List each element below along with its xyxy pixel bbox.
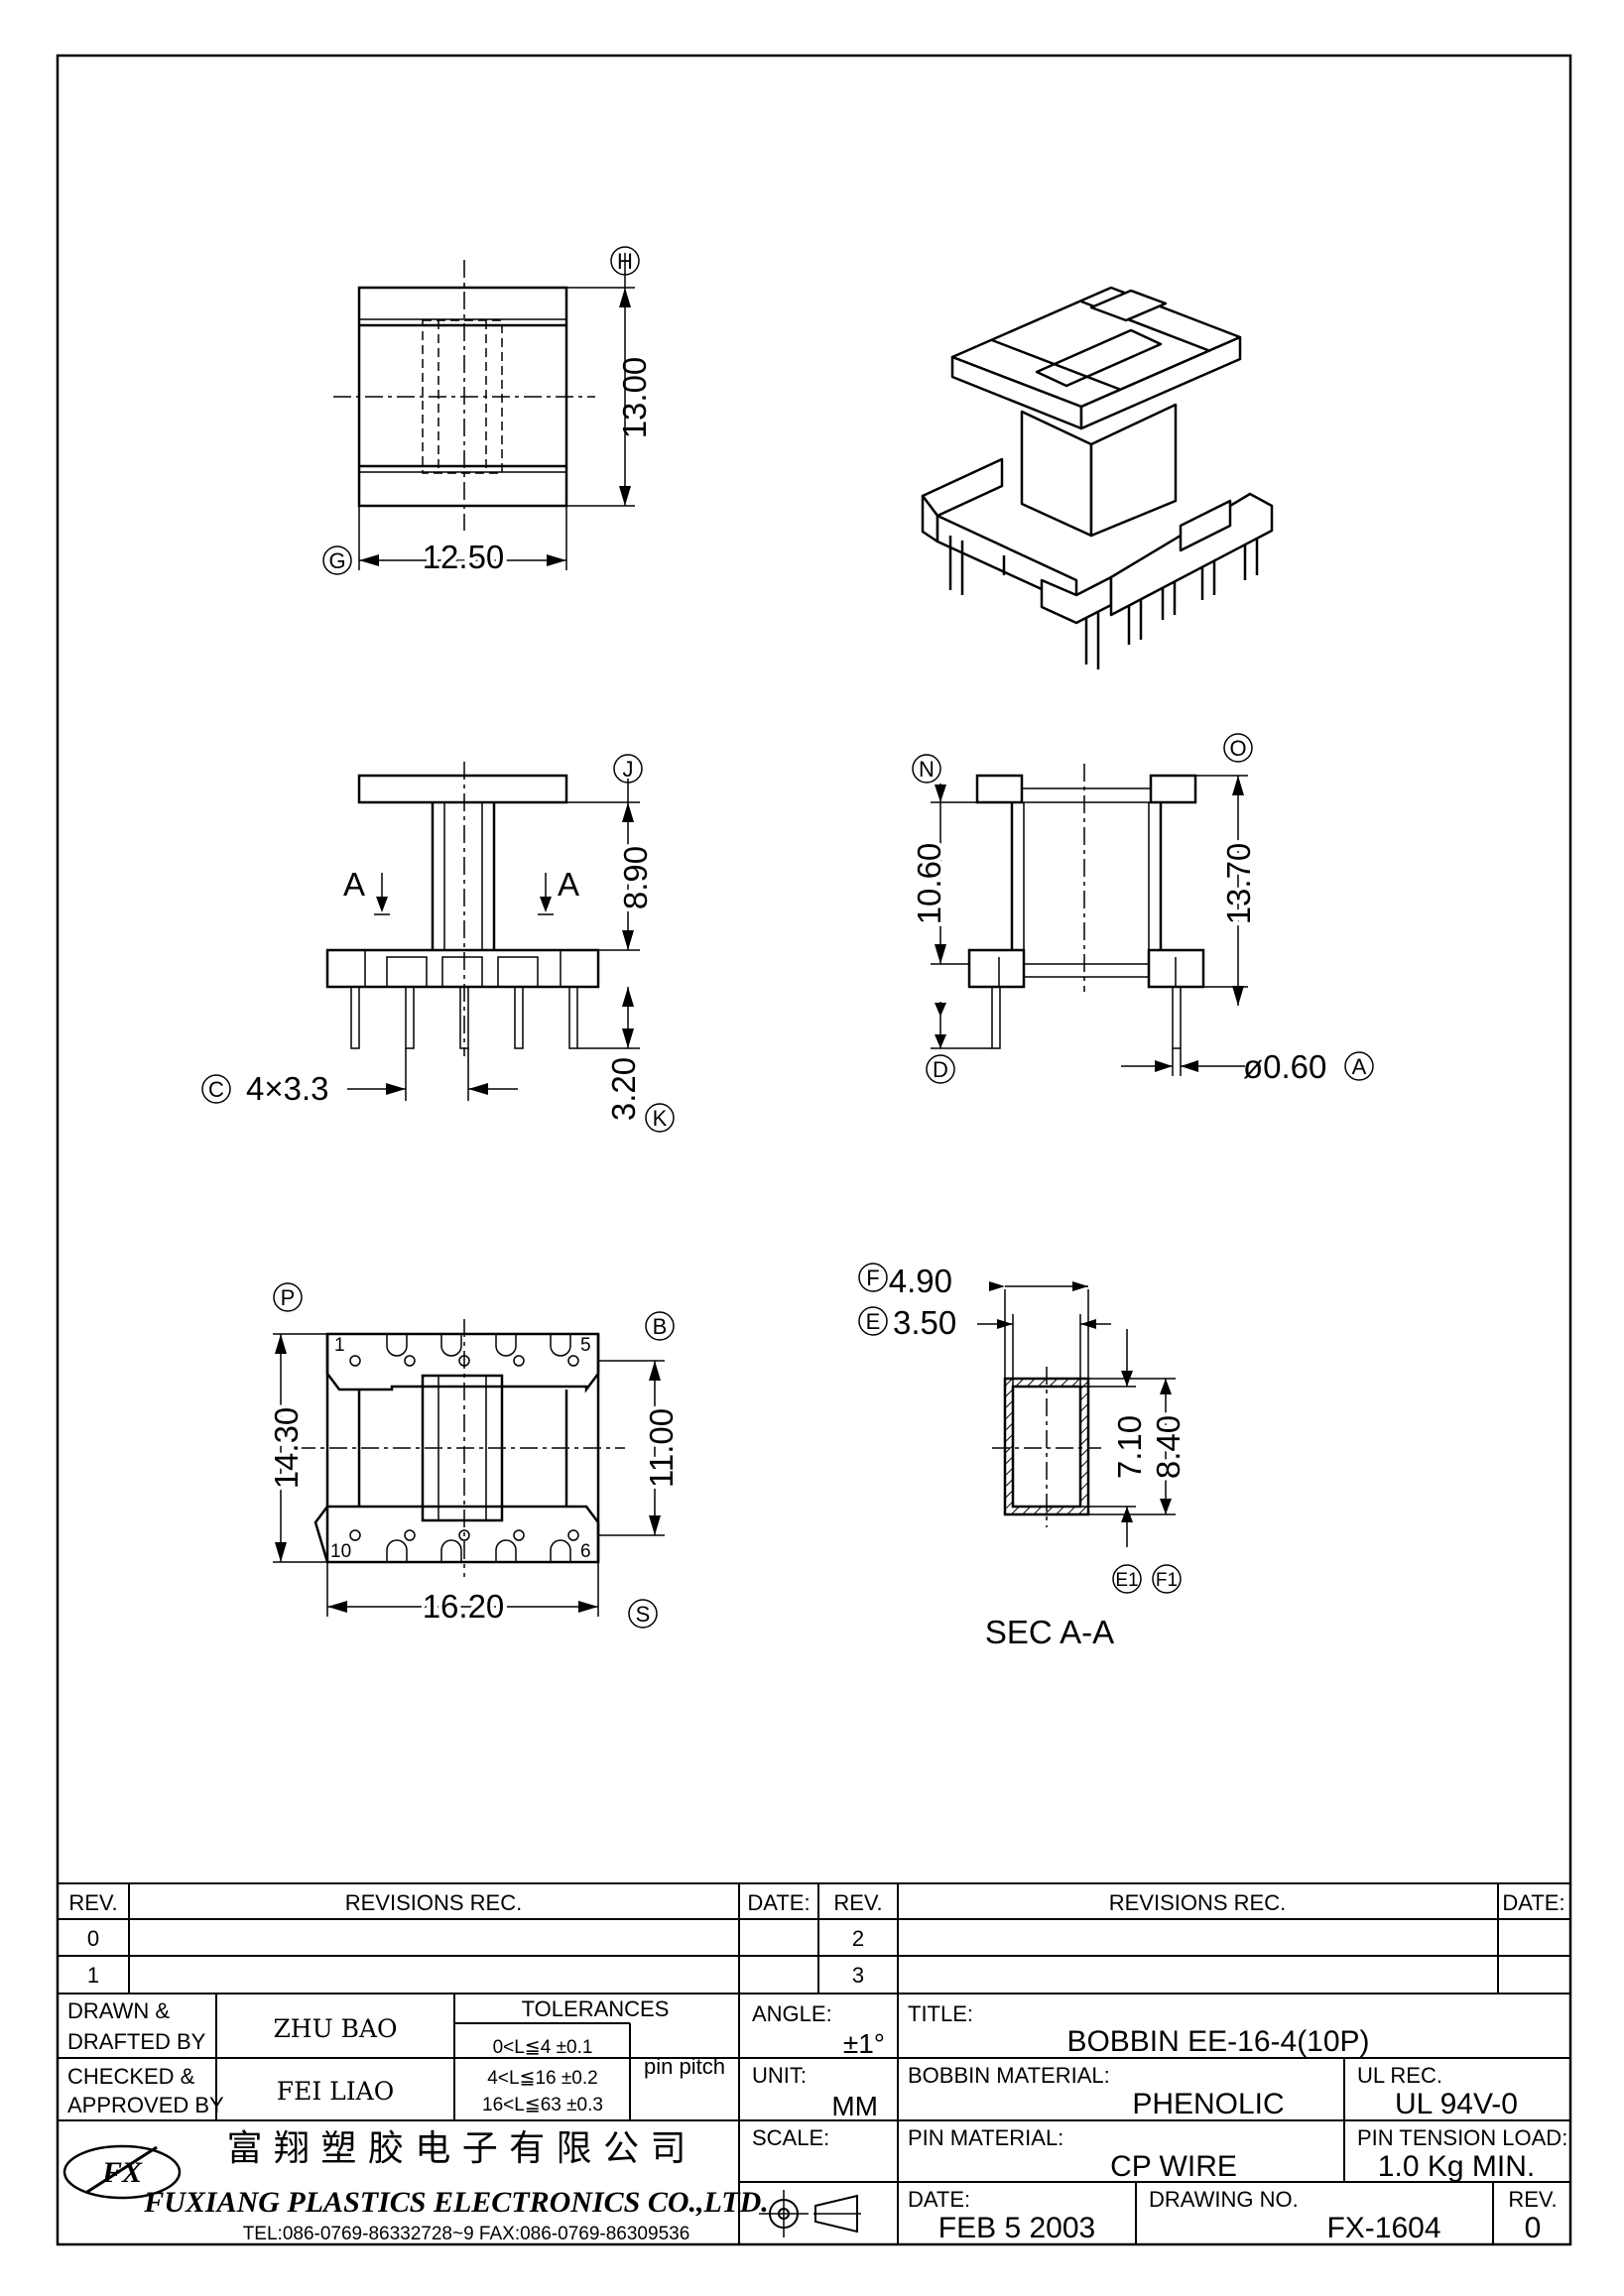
bottom-view <box>273 1282 675 1629</box>
pin-1-label: 1 <box>334 1335 345 1356</box>
pin-pitch-label: pin pitch <box>644 2054 725 2079</box>
title-value: BOBBIN EE-16-4(10P) <box>1066 2025 1369 2058</box>
rev-row-0: 0 <box>87 1926 99 1951</box>
checked-label-2: APPROVED BY <box>67 2093 224 2117</box>
bobbin-material-value: PHENOLIC <box>1132 2088 1284 2120</box>
front-pitch-dim: 4×3.3 <box>246 1070 329 1107</box>
scale-label: SCALE: <box>752 2125 829 2150</box>
sheet-border <box>56 54 1572 2246</box>
tag-d: D <box>933 1057 948 1082</box>
drawn-label-1: DRAWN & <box>67 1998 170 2023</box>
tolerance-row-1: 0<L≦4 ±0.1 <box>493 2037 593 2058</box>
date-header-left: DATE: <box>747 1890 810 1915</box>
rev-label: REV. <box>1508 2187 1557 2212</box>
section-inner-height: 7.10 <box>1111 1415 1148 1479</box>
rev-header-left: REV. <box>68 1890 117 1915</box>
tag-e1: E1 <box>1115 1570 1138 1591</box>
rev-row-3: 3 <box>852 1963 864 1988</box>
tolerances-header: TOLERANCES <box>522 1996 670 2021</box>
tag-b: B <box>653 1314 668 1339</box>
tag-p: P <box>281 1285 296 1310</box>
section-outer-width: 4.90 <box>889 1263 952 1299</box>
revisions-header-left: REVISIONS REC. <box>345 1890 522 1915</box>
ul-value: UL 94V-0 <box>1395 2088 1518 2120</box>
front-view <box>201 754 675 1133</box>
title-label: TITLE: <box>908 2001 973 2026</box>
pin-10-label: 10 <box>330 1541 351 1562</box>
rev-row-1: 1 <box>87 1963 99 1988</box>
section-caption: SEC A-A <box>985 1614 1114 1650</box>
bottom-width-dim: 16.20 <box>423 1588 505 1625</box>
ul-label: UL REC. <box>1357 2063 1442 2088</box>
section-mark-left: A <box>343 866 365 903</box>
company-logo: FX <box>101 2156 143 2189</box>
bottom-left-dim: 14.30 <box>268 1407 305 1490</box>
tag-g: G <box>328 548 345 573</box>
front-height-dim: 8.90 <box>617 846 654 909</box>
isometric-view <box>921 286 1274 669</box>
bobbin-material-label: BOBBIN MATERIAL: <box>908 2063 1110 2088</box>
tolerance-row-2: 4<L≦16 ±0.2 <box>487 2068 597 2089</box>
rev-value: 0 <box>1525 2212 1542 2244</box>
revisions-header-right: REVISIONS REC. <box>1109 1890 1286 1915</box>
rev-row-2: 2 <box>852 1926 864 1951</box>
unit-label: UNIT: <box>752 2063 807 2088</box>
date-header-right: DATE: <box>1502 1890 1564 1915</box>
top-width-dim: 12.50 <box>423 539 505 575</box>
drawn-label-2: DRAFTED BY <box>67 2029 206 2054</box>
section-inner-width: 3.50 <box>893 1304 956 1341</box>
tolerance-row-3: 16<L≦63 ±0.3 <box>482 2095 603 2115</box>
pin-diameter-dim: ø0.60 <box>1243 1048 1326 1085</box>
pin-6-label: 6 <box>580 1541 591 1562</box>
pin-tension-label: PIN TENSION LOAD: <box>1357 2125 1567 2150</box>
tag-c: C <box>208 1077 224 1102</box>
drawing-no-value: FX-1604 <box>1326 2212 1440 2244</box>
section-mark-right: A <box>558 866 579 903</box>
date-label: DATE: <box>908 2187 970 2212</box>
tag-k: K <box>653 1106 668 1131</box>
pin-5-label: 5 <box>580 1335 591 1356</box>
pin-material-label: PIN MATERIAL: <box>908 2125 1063 2150</box>
top-view <box>322 246 640 575</box>
tag-n: N <box>919 757 935 782</box>
tag-s: S <box>636 1602 651 1627</box>
side-view <box>912 733 1374 1084</box>
angle-label: ANGLE: <box>752 2001 832 2026</box>
rev-header-right: REV. <box>833 1890 882 1915</box>
company-contact: TEL:086-0769-86332728~9 FAX:086-0769-863… <box>243 2224 690 2244</box>
tag-f: F <box>866 1266 879 1290</box>
tag-o: O <box>1229 736 1246 761</box>
unit-value: MM <box>831 2091 878 2121</box>
tag-h: H <box>617 249 633 274</box>
checked-label-1: CHECKED & <box>67 2064 195 2089</box>
company-name-cn: 富 翔 塑 胶 电 子 有 限 公 司 <box>227 2128 687 2169</box>
side-left-dim: 10.60 <box>911 843 947 925</box>
pin-material-value: CP WIRE <box>1110 2150 1237 2183</box>
drawn-by-value: ZHU BAO <box>273 2014 397 2043</box>
date-value: FEB 5 2003 <box>938 2212 1095 2244</box>
section-a-a-view <box>858 1263 1182 1594</box>
company-name-en: FUXIANG PLASTICS ELECTRONICS CO.,LTD. <box>143 2186 769 2219</box>
side-right-dim: 13.70 <box>1220 843 1257 925</box>
drawing-no-label: DRAWING NO. <box>1149 2187 1299 2212</box>
angle-value: ±1° <box>843 2028 885 2059</box>
tag-e: E <box>866 1309 881 1334</box>
bottom-right-dim: 11.00 <box>643 1408 680 1488</box>
top-height-dim: 13.00 <box>616 357 653 439</box>
tag-f1: F1 <box>1156 1570 1178 1591</box>
checked-by-value: FEI LIAO <box>277 2077 394 2106</box>
title-block <box>58 1882 1570 2244</box>
front-pin-dim: 3.20 <box>605 1057 642 1121</box>
tag-j: J <box>623 757 634 782</box>
tag-a: A <box>1352 1054 1367 1079</box>
section-outer-height: 8.40 <box>1150 1415 1187 1479</box>
pin-tension-value: 1.0 Kg MIN. <box>1378 2150 1535 2183</box>
